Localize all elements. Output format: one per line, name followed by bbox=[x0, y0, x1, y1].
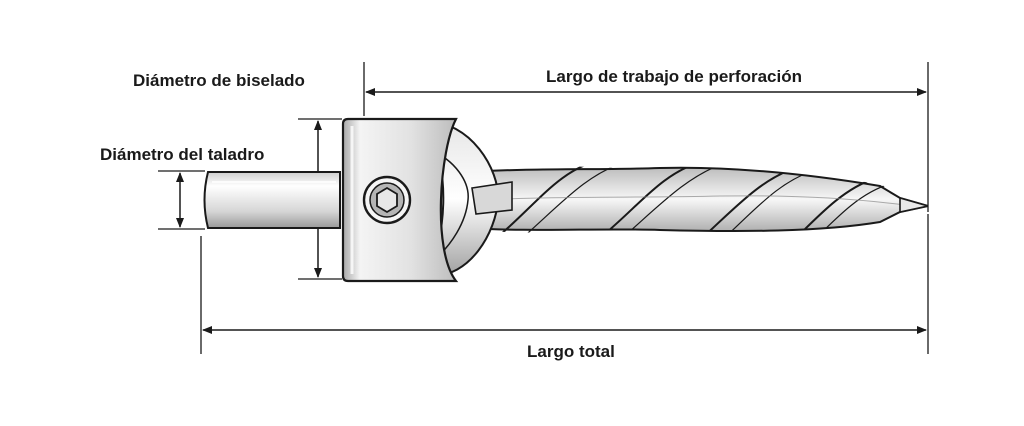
total-length-dimension bbox=[200, 214, 929, 354]
drill-diameter-dimension bbox=[158, 170, 205, 230]
hex-socket-icon bbox=[362, 175, 412, 225]
shank bbox=[203, 171, 341, 229]
drill-bit-tip bbox=[899, 196, 929, 213]
total-length-label: Largo total bbox=[527, 342, 615, 361]
working-length-label: Largo de trabajo de perforación bbox=[546, 67, 802, 86]
bevel-diameter-label: Diámetro de biselado bbox=[133, 71, 305, 90]
working-length-dimension bbox=[363, 62, 929, 212]
drill-diameter-label: Diámetro del taladro bbox=[100, 145, 265, 164]
drill-bit bbox=[469, 165, 929, 233]
